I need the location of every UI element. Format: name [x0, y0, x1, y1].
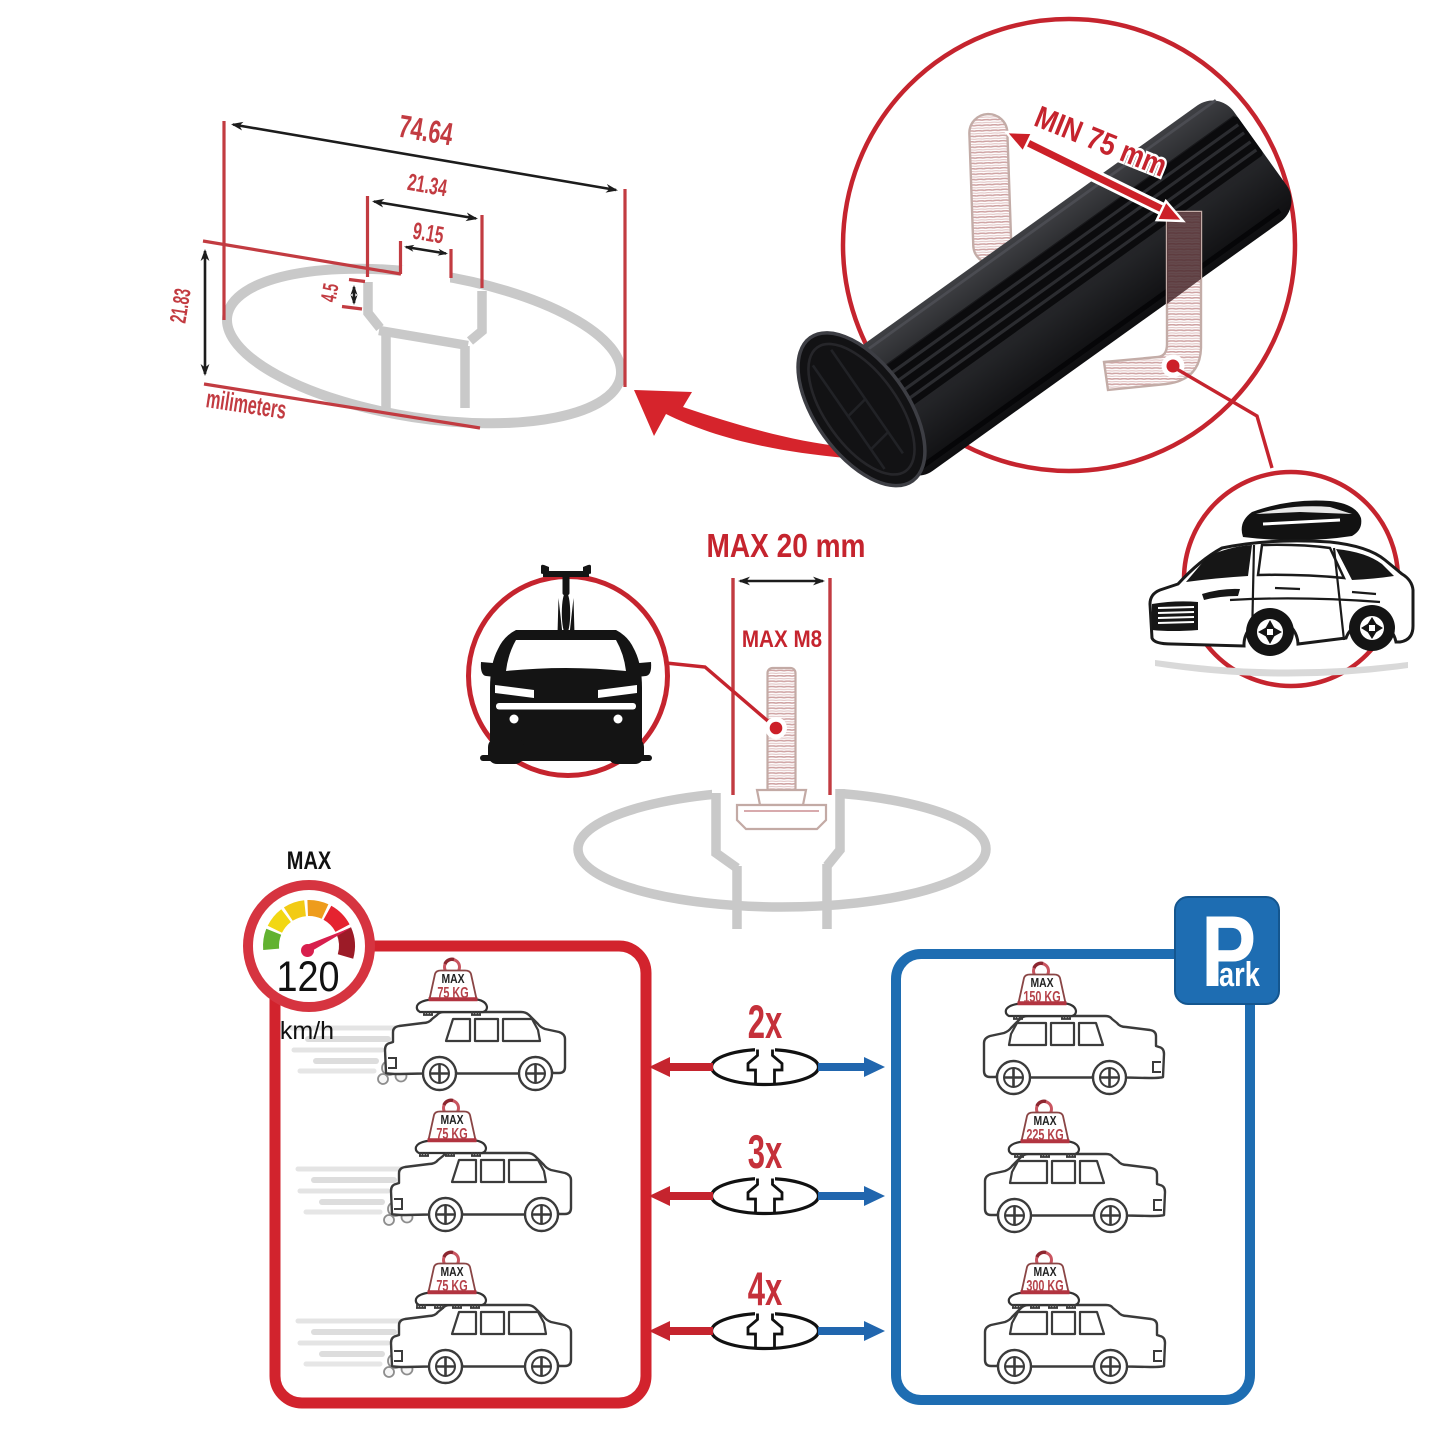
svg-text:75 KG: 75 KG — [436, 1125, 467, 1142]
svg-text:150 KG: 150 KG — [1023, 988, 1060, 1005]
svg-text:300 KG: 300 KG — [1026, 1277, 1063, 1294]
svg-text:75 KG: 75 KG — [437, 984, 468, 1001]
svg-text:MAX: MAX — [1033, 1265, 1056, 1279]
svg-text:225 KG: 225 KG — [1026, 1126, 1063, 1143]
svg-text:4.5: 4.5 — [316, 282, 343, 304]
svg-text:MAX M8: MAX M8 — [742, 626, 822, 653]
svg-text:MAX: MAX — [1033, 1114, 1056, 1128]
svg-text:2x: 2x — [748, 997, 782, 1049]
svg-text:75 KG: 75 KG — [436, 1277, 467, 1294]
svg-text:21.83: 21.83 — [166, 287, 197, 325]
svg-text:P: P — [1201, 894, 1256, 1008]
svg-text:120: 120 — [276, 952, 339, 1001]
svg-text:MAX: MAX — [287, 847, 331, 875]
svg-text:MAX 20 mm: MAX 20 mm — [707, 528, 866, 565]
svg-text:4x: 4x — [748, 1264, 782, 1316]
svg-text:MAX: MAX — [441, 972, 464, 986]
svg-text:MAX: MAX — [1030, 976, 1053, 990]
svg-text:ark: ark — [1219, 955, 1261, 994]
svg-text:21.34: 21.34 — [405, 170, 449, 202]
svg-text:MAX: MAX — [440, 1265, 463, 1279]
svg-text:9.15: 9.15 — [411, 219, 446, 250]
svg-text:km/h: km/h — [280, 1017, 334, 1045]
svg-text:milimeters: milimeters — [204, 383, 288, 425]
svg-text:74.64: 74.64 — [396, 108, 456, 153]
svg-text:MAX: MAX — [440, 1113, 463, 1127]
svg-text:3x: 3x — [748, 1127, 782, 1179]
